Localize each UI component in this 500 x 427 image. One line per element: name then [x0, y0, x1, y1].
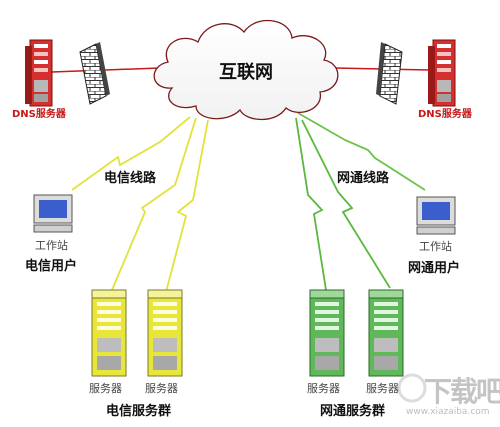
- netcom-links: [295, 112, 426, 291]
- netcom-server-1-label: 服务器: [307, 382, 340, 395]
- telecom-server-2-label: 服务器: [145, 382, 178, 395]
- telecom-server-2-icon: [147, 289, 183, 377]
- telecom-links: [71, 116, 209, 293]
- netcom-server-2-icon: [368, 289, 404, 377]
- netcom-user-label: 网通用户: [408, 261, 461, 276]
- watermark-logo-icon: [397, 373, 427, 403]
- right-firewall-icon: [376, 42, 403, 105]
- left-firewall-icon: [79, 42, 110, 105]
- netcom-workstation-icon: [416, 196, 456, 235]
- netcom-server-1-icon: [309, 289, 345, 377]
- telecom-server-1-icon: [91, 289, 127, 377]
- netcom-workstation-label: 工作站: [419, 240, 452, 253]
- internet-label: 互联网: [219, 62, 273, 83]
- telecom-workstation-icon: [33, 194, 73, 233]
- right-dns-label: DNS服务器: [418, 109, 472, 120]
- internet-cloud: [153, 19, 339, 121]
- watermark-url: www.xiazaiba.com: [406, 407, 490, 417]
- netcom-line-server-1: [295, 117, 327, 291]
- watermark-logo-text: 下载吧: [424, 375, 500, 408]
- netcom-link-label: 网通线路: [337, 171, 390, 186]
- netcom-line-workstation: [297, 112, 426, 191]
- netcom-line-server-2: [301, 119, 391, 289]
- netcom-server-2-label: 服务器: [366, 382, 399, 395]
- telecom-line-server-2: [165, 119, 209, 293]
- right-dns-server-icon: [428, 39, 456, 107]
- netcom-server-group-label: 网通服务群: [320, 404, 386, 419]
- telecom-user-label: 电信用户: [25, 259, 78, 274]
- left-dns-server-icon: [25, 39, 53, 107]
- telecom-link-label: 电信线路: [104, 171, 157, 186]
- left-dns-label: DNS服务器: [12, 109, 66, 120]
- telecom-line-server-1: [111, 117, 197, 291]
- telecom-workstation-label: 工作站: [35, 239, 68, 252]
- telecom-server-group-label: 电信服务群: [106, 404, 172, 419]
- telecom-server-1-label: 服务器: [89, 382, 122, 395]
- telecom-line-workstation: [71, 116, 191, 191]
- left-dns-link: [51, 67, 161, 73]
